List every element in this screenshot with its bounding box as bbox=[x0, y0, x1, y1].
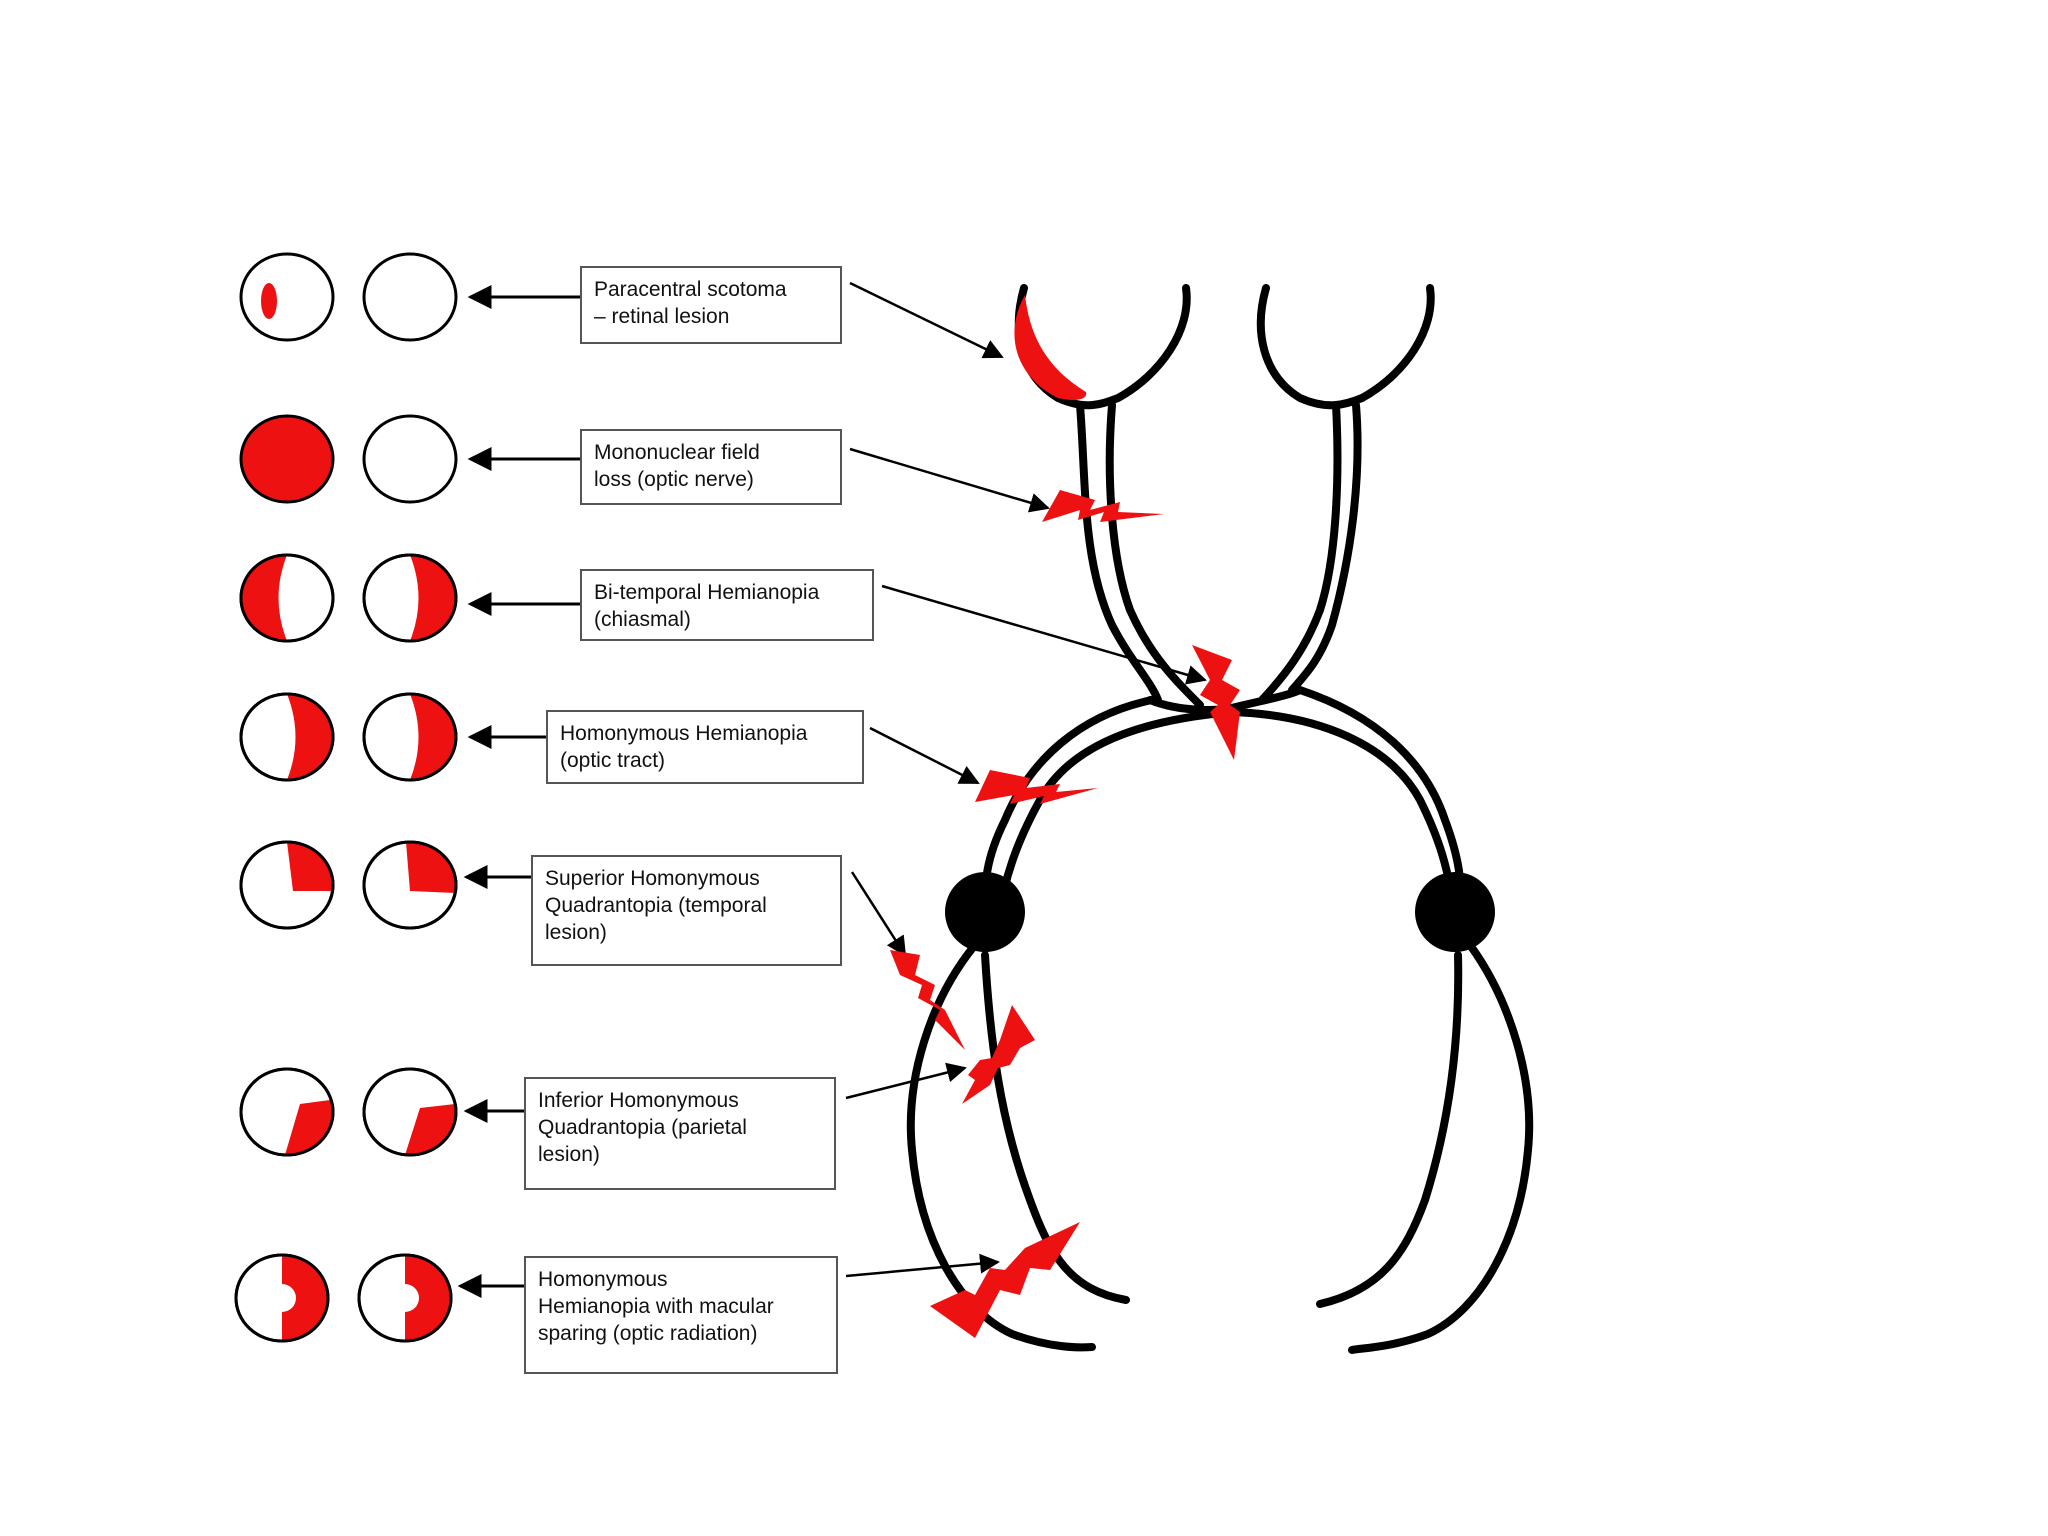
right-radiation-outer bbox=[1348, 941, 1534, 1354]
label-line: (chiasmal) bbox=[594, 608, 691, 631]
field-superior-quad-left-eye bbox=[239, 840, 335, 930]
field-superior-quad-right-eye bbox=[362, 840, 458, 930]
arrow-inferior-quad-lesion bbox=[845, 1062, 967, 1100]
arrow-bitemporal-lesion bbox=[881, 584, 1207, 685]
right-eye-cup bbox=[1256, 284, 1435, 410]
arrow-mononuclear-lesion bbox=[849, 447, 1050, 513]
arrow-macular-lesion bbox=[845, 1253, 1000, 1278]
label-line: Mononuclear field bbox=[594, 441, 760, 464]
left-optic-nerve-outer bbox=[1076, 401, 1162, 704]
right-radiation-inner bbox=[1316, 951, 1463, 1308]
arrow-superior-quad-lesion bbox=[850, 871, 907, 957]
label-line: Bi-temporal Hemianopia bbox=[594, 581, 820, 604]
field-arrows bbox=[457, 285, 580, 1298]
optic-tract-lesion-bolt bbox=[975, 770, 1098, 804]
label-line: (optic tract) bbox=[560, 749, 666, 772]
field-paracentral-right-eye bbox=[362, 252, 458, 342]
label-line: Paracentral scotoma bbox=[594, 278, 787, 301]
field-homonymous-left-eye bbox=[239, 692, 335, 782]
visual-field-circles bbox=[234, 252, 458, 1343]
lesion-arrows bbox=[845, 281, 1207, 1278]
label-line: sparing (optic radiation) bbox=[538, 1322, 758, 1345]
label-paracentral-scotoma: Paracentral scotoma – retinal lesion bbox=[580, 266, 842, 344]
lesion-markers bbox=[890, 295, 1240, 1338]
field-bitemporal-right-eye bbox=[362, 553, 458, 643]
label-line: Inferior Homonymous bbox=[538, 1089, 739, 1112]
parietal-lesion-bolt bbox=[962, 1005, 1035, 1104]
field-paracentral-left-eye bbox=[239, 252, 335, 342]
field-homonymous-right-eye bbox=[362, 692, 458, 782]
field-mononuclear-right-eye bbox=[362, 414, 458, 504]
visual-pathway bbox=[906, 284, 1534, 1354]
right-optic-nerve-inner bbox=[1258, 401, 1342, 704]
right-optic-nerve-outer bbox=[1288, 401, 1362, 694]
field-inferior-quad-right-eye bbox=[362, 1067, 458, 1157]
right-optic-tract-inner bbox=[1228, 708, 1456, 904]
field-mononuclear-left-eye bbox=[239, 414, 335, 504]
optic-chiasm bbox=[1146, 686, 1304, 714]
label-line: loss (optic nerve) bbox=[594, 468, 754, 491]
field-bitemporal-left-eye bbox=[239, 553, 335, 643]
label-bitemporal-hemianopia: Bi-temporal Hemianopia (chiasmal) bbox=[580, 569, 874, 641]
left-radiation-outer bbox=[906, 941, 1096, 1352]
label-line: Homonymous Hemianopia bbox=[560, 722, 808, 745]
left-optic-tract-inner bbox=[996, 708, 1236, 914]
label-macular-sparing: Homonymous Hemianopia with macular spari… bbox=[524, 1256, 838, 1374]
left-lateral-geniculate-nucleus bbox=[945, 872, 1025, 952]
label-mononuclear-field-loss: Mononuclear field loss (optic nerve) bbox=[580, 429, 842, 505]
field-macular-left-eye bbox=[234, 1253, 330, 1343]
label-superior-quadrantopia: Superior Homonymous Quadrantopia (tempor… bbox=[531, 855, 842, 966]
label-line: Homonymous bbox=[538, 1268, 668, 1291]
label-line: Quadrantopia (parietal bbox=[538, 1116, 747, 1139]
label-line: lesion) bbox=[538, 1143, 600, 1166]
right-optic-tract-outer bbox=[1296, 686, 1465, 909]
label-line: Quadrantopia (temporal bbox=[545, 894, 767, 917]
label-line: lesion) bbox=[545, 921, 607, 944]
optic-nerve-lesion-bolt bbox=[1042, 490, 1164, 522]
retinal-lesion-crescent bbox=[1014, 295, 1087, 400]
field-macular-right-eye bbox=[357, 1253, 453, 1343]
label-line: Superior Homonymous bbox=[545, 867, 760, 890]
optic-radiation-lesion-bolt bbox=[930, 1222, 1080, 1338]
left-optic-nerve-inner bbox=[1105, 401, 1204, 709]
right-lateral-geniculate-nucleus bbox=[1415, 872, 1495, 952]
arrow-paracentral-lesion bbox=[849, 281, 1004, 359]
label-line: Hemianopia with macular bbox=[538, 1295, 774, 1318]
temporal-lesion-bolt bbox=[890, 950, 965, 1050]
label-line: – retinal lesion bbox=[594, 305, 730, 328]
field-inferior-quad-left-eye bbox=[239, 1067, 335, 1157]
chiasm-lesion-bolt bbox=[1192, 645, 1240, 760]
arrow-homonymous-lesion bbox=[869, 726, 980, 785]
label-homonymous-hemianopia: Homonymous Hemianopia (optic tract) bbox=[546, 710, 864, 784]
left-radiation-inner bbox=[981, 951, 1130, 1304]
label-inferior-quadrantopia: Inferior Homonymous Quadrantopia (pariet… bbox=[524, 1077, 836, 1190]
